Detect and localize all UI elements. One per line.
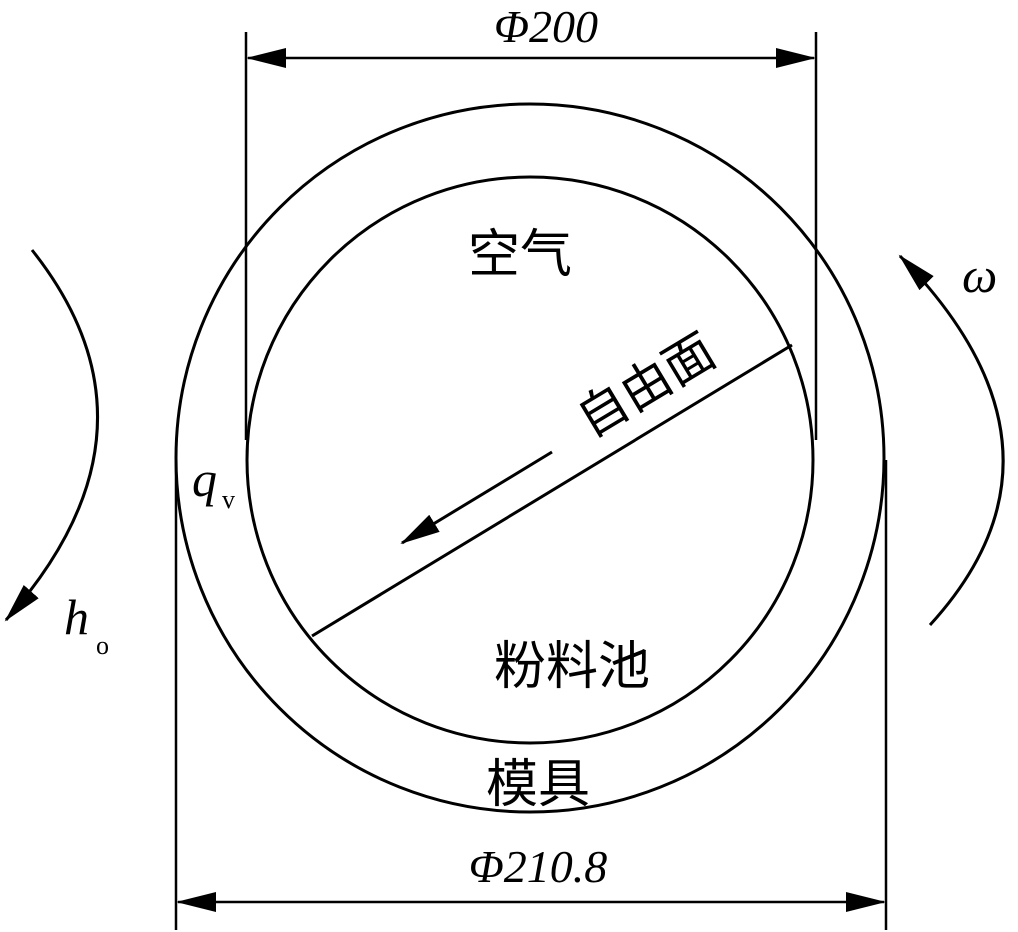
inner-diameter-label: Φ200: [494, 1, 598, 52]
thickness-curved-arrow: [4, 249, 100, 622]
free-surface-label: 自由面: [567, 322, 725, 449]
air-label: 空气: [468, 225, 572, 285]
free-surface-line: [311, 343, 793, 638]
mold-outer-circle: [174, 102, 886, 814]
thickness-symbol: h: [64, 589, 89, 645]
free-surface-flow-arrow: [400, 450, 553, 545]
mold-label: 模具: [486, 755, 590, 815]
rotation-curved-arrow: [898, 254, 1005, 627]
angular-velocity-symbol: ω: [962, 247, 997, 303]
outer-diameter-label: Φ210.8: [469, 841, 608, 892]
cavity-inner-circle: [245, 175, 815, 745]
flow-rate-symbol: q: [192, 451, 217, 507]
flow-rate-subscript: v: [222, 485, 235, 514]
thickness-subscript: o: [96, 631, 109, 660]
powder-pool-label: 粉料池: [494, 637, 650, 697]
